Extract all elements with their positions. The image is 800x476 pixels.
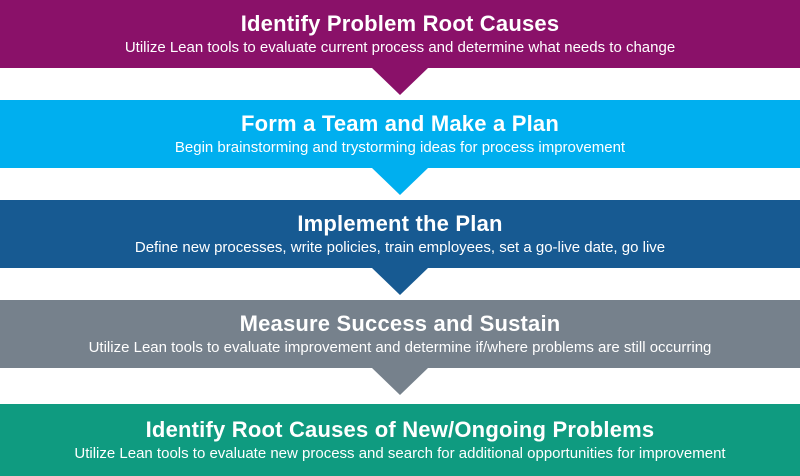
step-form-team-make-plan: Form a Team and Make a Plan Begin brains… [0,100,800,200]
down-arrow-icon [372,368,428,395]
step-measure-success-sustain: Measure Success and Sustain Utilize Lean… [0,300,800,404]
step-title: Form a Team and Make a Plan [241,110,559,136]
step-subtitle: Define new processes, write policies, tr… [134,239,666,257]
step-implement-plan: Implement the Plan Define new processes,… [0,200,800,300]
step-subtitle: Begin brainstorming and trystorming idea… [174,139,626,157]
step-title: Identify Problem Root Causes [240,10,560,36]
down-arrow-icon [372,68,428,95]
step-connector [0,368,800,404]
step-subtitle: Utilize Lean tools to evaluate new proce… [74,445,726,463]
step-identify-new-ongoing-problems: Identify Root Causes of New/Ongoing Prob… [0,404,800,476]
step-title: Measure Success and Sustain [239,310,561,336]
step-band: Identify Root Causes of New/Ongoing Prob… [0,404,800,476]
step-connector [0,68,800,100]
down-arrow-icon [372,168,428,195]
step-title: Implement the Plan [297,210,503,236]
step-title: Identify Root Causes of New/Ongoing Prob… [145,416,655,442]
step-band: Implement the Plan Define new processes,… [0,200,800,268]
step-identify-problem-root-causes: Identify Problem Root Causes Utilize Lea… [0,0,800,100]
step-connector [0,168,800,200]
step-band: Measure Success and Sustain Utilize Lean… [0,300,800,368]
step-band: Identify Problem Root Causes Utilize Lea… [0,0,800,68]
step-connector [0,268,800,300]
step-subtitle: Utilize Lean tools to evaluate improveme… [88,339,712,357]
down-arrow-icon [372,268,428,295]
step-subtitle: Utilize Lean tools to evaluate current p… [124,39,676,57]
step-band: Form a Team and Make a Plan Begin brains… [0,100,800,168]
